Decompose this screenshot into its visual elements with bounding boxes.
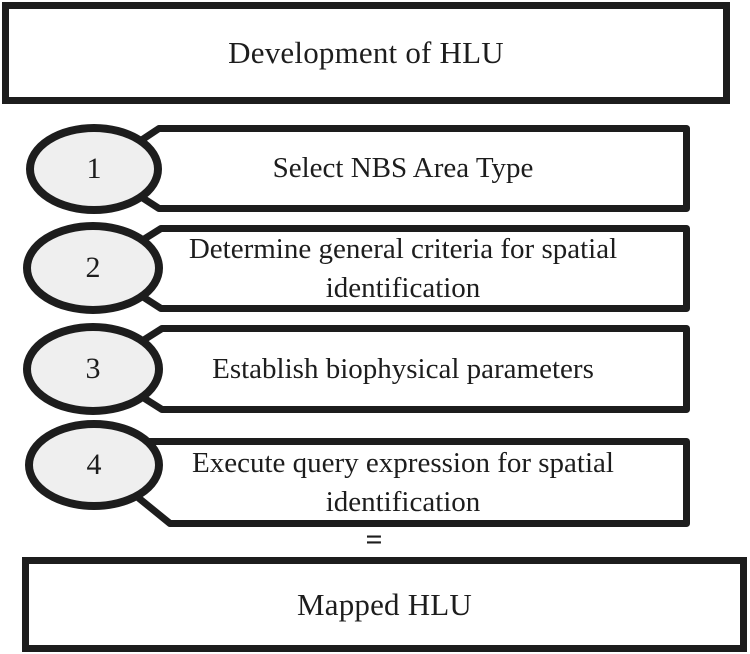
step-number: 4: [86, 448, 102, 481]
step-number: 3: [85, 352, 101, 385]
equals-sign: =: [365, 523, 383, 556]
step-3-banner-shape: [94, 325, 690, 413]
step-label: Execute query expression for spatial ide…: [192, 446, 614, 518]
step-3-number-ellipse: [23, 323, 163, 415]
step-number: 1: [86, 152, 102, 185]
step-1-banner-shape: [94, 125, 690, 212]
step-number: 2: [85, 251, 101, 284]
step-label: Determine general criteria for spatial i…: [188, 232, 618, 304]
step-4-number-ellipse: [25, 420, 163, 510]
step-2-number-ellipse: [23, 222, 163, 314]
title-box: Development of HLU: [2, 2, 730, 104]
step-1-number-ellipse: [26, 124, 162, 214]
title-text: Development of HLU: [228, 35, 504, 70]
step-label: Select NBS Area Type: [272, 152, 534, 184]
step-label: Establish biophysical parameters: [212, 352, 594, 385]
step-2-banner-shape: [94, 225, 690, 312]
result-text: Mapped HLU: [296, 586, 473, 622]
result-box: Mapped HLU: [22, 557, 747, 652]
